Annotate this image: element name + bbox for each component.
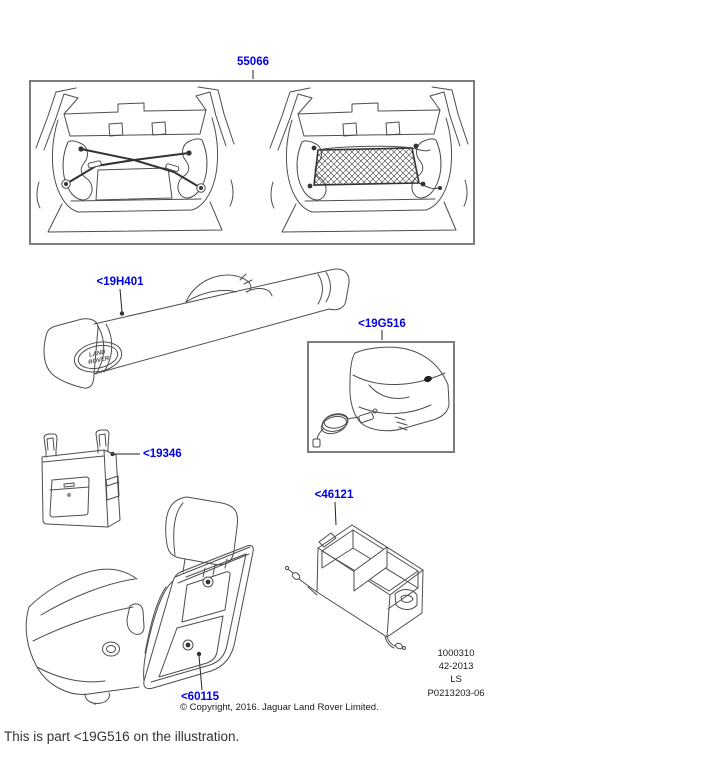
cargo-net-kit-frame [29, 80, 475, 245]
callout-19G516[interactable]: <19G516 [358, 318, 406, 330]
drawing-reference-block: 1000310 42-2013 LS P0213203-06 [396, 647, 516, 700]
cargo-straps [65, 148, 202, 189]
land-rover-logo: LAND ROVER [73, 341, 123, 373]
power-button-icon [424, 375, 432, 383]
hanging-bag-illustration [41, 429, 121, 528]
ski-bag-illustration: LAND ROVER [43, 268, 350, 389]
panel-fastener-icon [182, 576, 214, 651]
svg-text:ROVER: ROVER [88, 356, 111, 366]
callout-60115[interactable]: <60115 [180, 691, 220, 703]
plate-line: LS [450, 674, 462, 686]
callout-19346[interactable]: <19346 [143, 448, 182, 460]
cargo-net [307, 143, 442, 190]
cool-bag-illustration [312, 346, 450, 448]
plate-line: P0213203-06 [427, 687, 485, 699]
organiser-illustration [284, 524, 424, 650]
plate-line: 1000310 [437, 648, 475, 659]
callout-46121[interactable]: <46121 [314, 489, 354, 501]
seat-back-panel-illustration [25, 496, 254, 705]
cool-bag-frame [307, 341, 455, 453]
svg-text:LAND: LAND [89, 349, 107, 358]
callout-19H401[interactable]: <19H401 [96, 276, 144, 288]
copyright-text: © Copyright, 2016. Jaguar Land Rover Lim… [180, 702, 379, 713]
callout-55066[interactable]: 55066 [237, 56, 269, 68]
illustration-note: This is part <19G516 on the illustration… [4, 729, 240, 744]
plate-line: 42-2013 [438, 661, 474, 673]
loadspace-net-illustration [269, 86, 469, 233]
loadspace-straps-illustration [35, 86, 235, 233]
